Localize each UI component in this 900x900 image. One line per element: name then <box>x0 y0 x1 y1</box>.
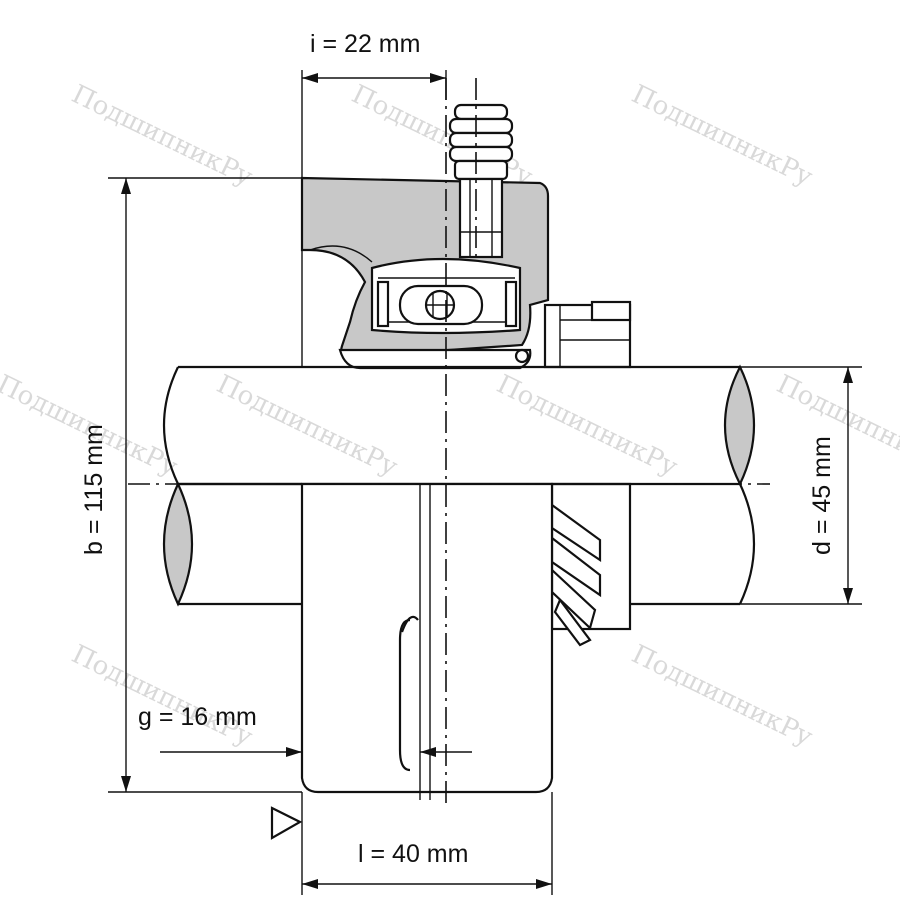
dim-l-label: l = 40 mm <box>358 840 468 868</box>
housing <box>300 176 550 370</box>
seal-right <box>504 280 518 328</box>
dim-g-label: g = 16 mm <box>138 703 257 731</box>
watermark-5: ПодшипникРу <box>212 369 402 482</box>
dimension-lines <box>121 73 853 889</box>
center-lines <box>128 78 770 805</box>
watermark-8: ПодшипникРу <box>67 639 257 752</box>
dim-b-label: b = 115 mm <box>80 424 108 555</box>
watermark-10: ПодшипникРу <box>627 639 817 752</box>
seal-left <box>376 280 390 328</box>
grease-nipple <box>448 103 514 259</box>
watermark-6: ПодшипникРу <box>492 369 682 482</box>
extension-lines <box>108 70 862 895</box>
watermark-1: ПодшипникРу <box>67 79 257 192</box>
locking-collar <box>543 300 632 647</box>
watermark-3: ПодшипникРу <box>627 79 817 192</box>
reference-marker <box>270 806 303 840</box>
housing-foot <box>300 482 554 800</box>
dim-d-label: d = 45 mm <box>808 436 836 555</box>
dim-i-label: i = 22 mm <box>310 30 420 58</box>
